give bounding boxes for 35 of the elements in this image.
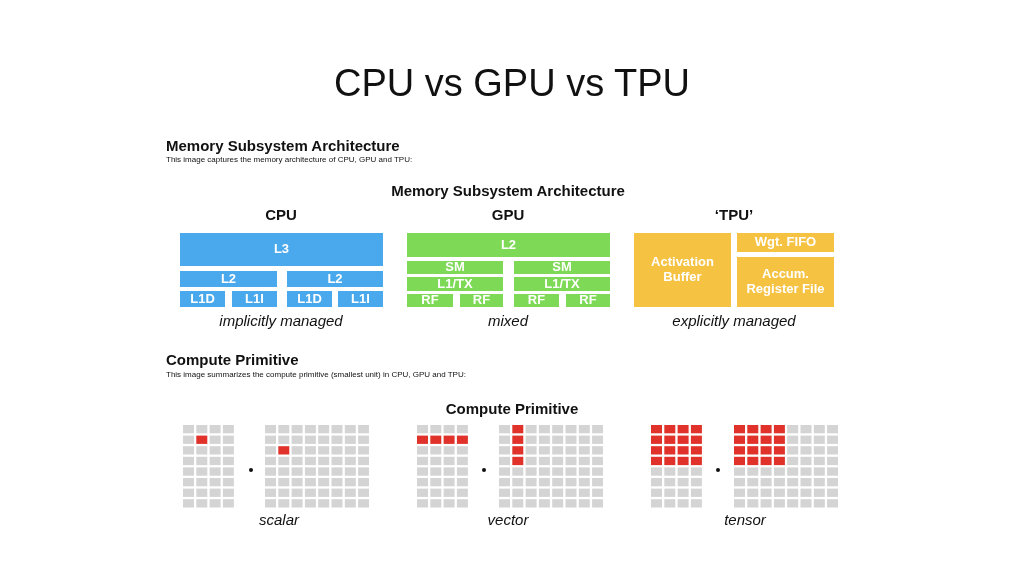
column-heading: CPU: [265, 206, 297, 223]
column-caption: explicitly managed: [672, 312, 796, 329]
memory-block: L1D: [287, 291, 332, 307]
memory-block: RF: [514, 294, 559, 307]
section-heading: Compute Primitive: [166, 351, 299, 368]
memory-block: L2: [287, 271, 383, 287]
memory-block: Accum. Register File: [737, 257, 834, 307]
grid-caption: tensor: [724, 511, 766, 528]
column-caption: implicitly managed: [219, 312, 343, 329]
memory-block: RF: [566, 294, 610, 307]
section-heading: Memory Subsystem Architecture: [166, 137, 400, 154]
slide-title: CPU vs GPU vs TPU: [333, 62, 691, 105]
memory-block: L1/TX: [514, 277, 610, 291]
memory-block: Wgt. FIFO: [737, 233, 834, 252]
memory-block: L1I: [232, 291, 277, 307]
memory-block: L1I: [338, 291, 383, 307]
memory-block: L3: [180, 233, 383, 266]
memory-block: SM: [514, 261, 610, 274]
memory-block: SM: [407, 261, 503, 274]
memory-block: RF: [407, 294, 453, 307]
column-heading: GPU: [491, 206, 525, 223]
figure-heading: Memory Subsystem Architecture: [391, 182, 625, 199]
memory-block: L2: [407, 233, 610, 257]
section-description: This image captures the memory architecture of CPU, GPU and TPU:: [166, 155, 413, 164]
memory-block: L1D: [180, 291, 225, 307]
grid-caption: vector: [487, 511, 529, 528]
grid-caption: scalar: [259, 511, 299, 528]
memory-block: L2: [180, 271, 277, 287]
figure-heading: Compute Primitive: [445, 400, 579, 417]
memory-block: L1/TX: [407, 277, 503, 291]
section-description: This image summarizes the compute primitive (smallest unit) in CPU, GPU and TPU:: [166, 370, 466, 379]
column-heading: ‘TPU’: [714, 206, 754, 223]
memory-block: RF: [460, 294, 503, 307]
memory-block: Activation Buffer: [634, 233, 731, 307]
column-caption: mixed: [488, 312, 528, 329]
